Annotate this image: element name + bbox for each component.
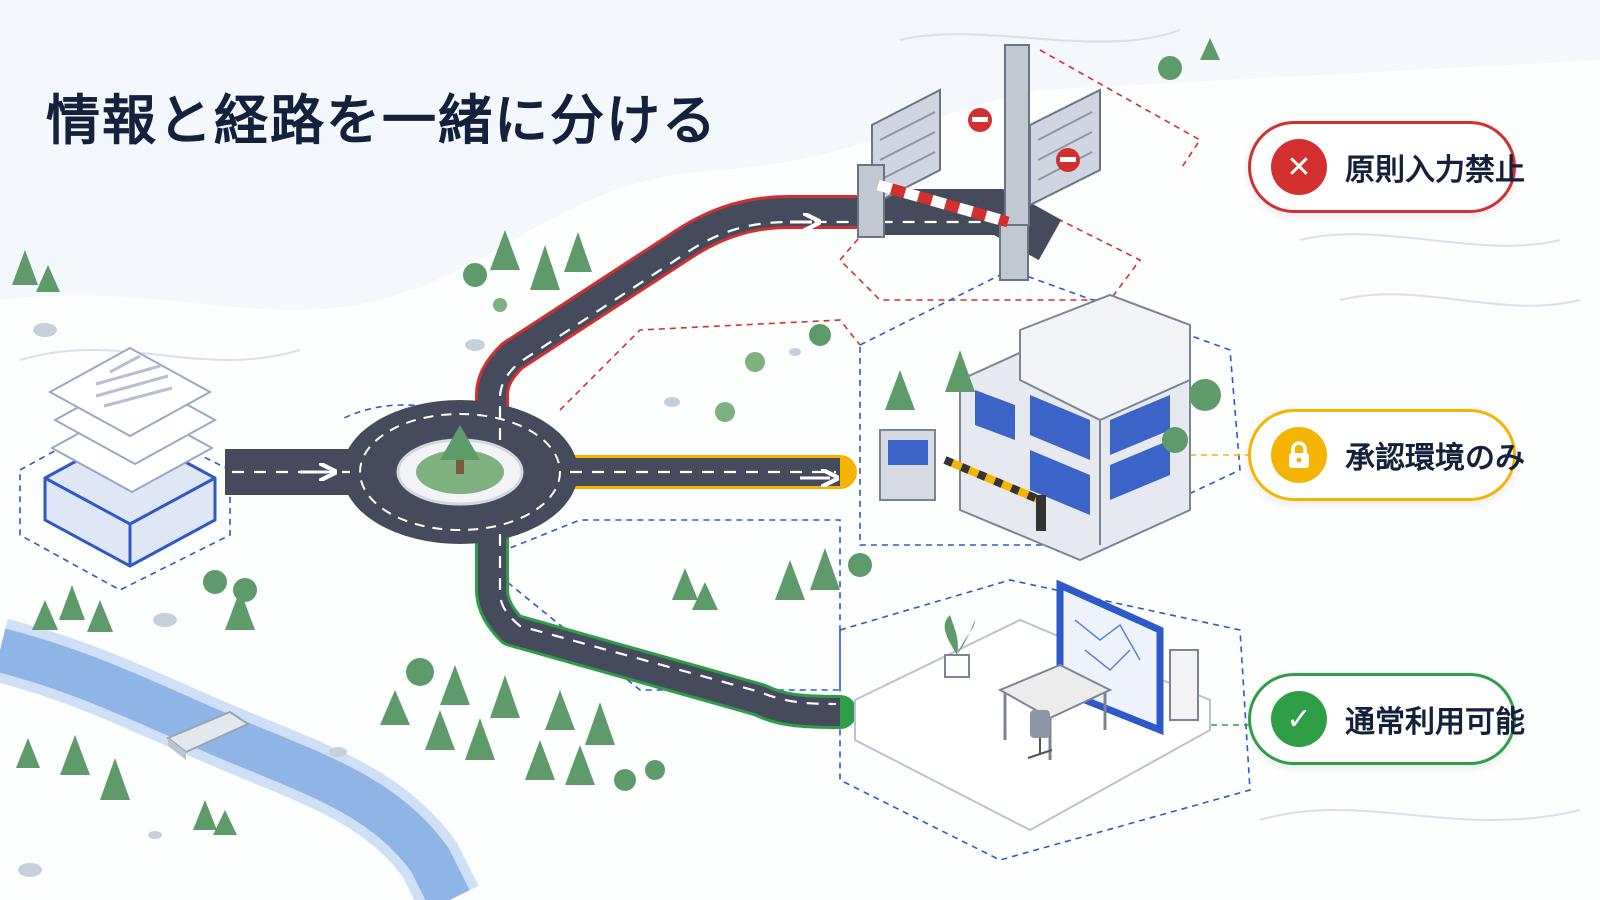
x-mark-icon: ✕ <box>1271 139 1327 195</box>
rocks <box>18 323 801 877</box>
status-badge-allowed: ✓ 通常利用可能 <box>1248 673 1525 765</box>
bridge <box>166 710 251 760</box>
direction-arrows <box>300 222 830 586</box>
workspace-desk-icon <box>854 579 1211 832</box>
badge-label: 原則入力禁止 <box>1345 153 1525 188</box>
gate-icon <box>857 44 1101 281</box>
badge-label: 承認環境のみ <box>1345 441 1525 476</box>
padlock-icon <box>1271 427 1327 483</box>
page-title: 情報と経路を一緒に分ける <box>46 89 718 152</box>
status-badge-blocked: ✕ 原則入力禁止 <box>1248 121 1525 213</box>
roundabout <box>342 400 578 544</box>
trees <box>12 38 1221 835</box>
office-building-icon <box>879 293 1191 562</box>
badge-label: 通常利用可能 <box>1345 705 1525 740</box>
river <box>0 618 479 900</box>
status-badge-restricted: 承認環境のみ <box>1248 409 1525 501</box>
document-stack-icon <box>43 346 218 568</box>
checkmark-icon: ✓ <box>1271 691 1327 747</box>
tree-icon <box>440 425 480 474</box>
